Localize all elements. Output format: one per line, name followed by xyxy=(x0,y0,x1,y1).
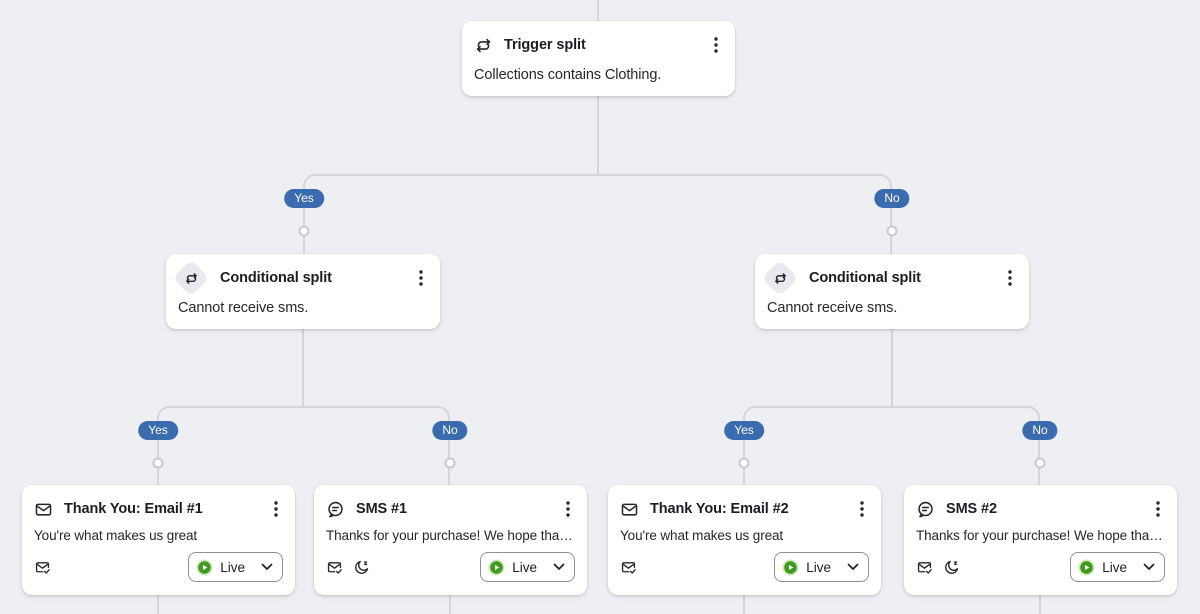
message-preview: You're what makes us great xyxy=(34,528,198,543)
branch-label-no: No xyxy=(874,189,910,208)
connector-line xyxy=(449,595,451,614)
status-dropdown[interactable]: Live xyxy=(1070,552,1165,582)
kebab-icon xyxy=(566,501,570,517)
email-action-card[interactable]: Thank You: Email #1 You're what makes us… xyxy=(22,485,295,595)
connection-point xyxy=(886,225,898,237)
card-description: Cannot receive sms. xyxy=(767,300,898,316)
email-icon xyxy=(620,500,639,519)
branch-label-yes: Yes xyxy=(138,421,178,440)
sms-action-card[interactable]: SMS #1 Thanks for your purchase! We hope… xyxy=(314,485,587,595)
conditional-split-card[interactable]: Conditional split Cannot receive sms. xyxy=(166,254,440,329)
kebab-icon xyxy=(419,270,423,286)
connector-line xyxy=(1039,595,1041,614)
kebab-menu-button[interactable] xyxy=(1151,499,1165,519)
branch-label-no: No xyxy=(1022,421,1058,440)
connector-line xyxy=(891,329,893,406)
email-action-card[interactable]: Thank You: Email #2 You're what makes us… xyxy=(608,485,881,595)
connector-line xyxy=(597,96,599,175)
message-preview: You're what makes us great xyxy=(620,528,784,543)
status-label: Live xyxy=(806,559,831,575)
trigger-split-card[interactable]: Trigger split Collections contains Cloth… xyxy=(462,21,735,96)
connection-point xyxy=(738,457,750,469)
branch-label-yes: Yes xyxy=(284,189,324,208)
status-label: Live xyxy=(1102,559,1127,575)
message-preview: Thanks for your purchase! We hope that .… xyxy=(326,528,575,543)
conditional-split-card[interactable]: Conditional split Cannot receive sms. xyxy=(755,254,1029,329)
chevron-down-icon xyxy=(847,563,859,571)
kebab-menu-button[interactable] xyxy=(855,499,869,519)
kebab-menu-button[interactable] xyxy=(709,35,723,55)
play-icon xyxy=(196,558,213,576)
sms-icon xyxy=(916,500,935,519)
smart-sending-icon xyxy=(34,559,51,576)
kebab-icon xyxy=(860,501,864,517)
kebab-icon xyxy=(1008,270,1012,286)
connector-line xyxy=(743,595,745,614)
card-title: SMS #2 xyxy=(946,501,997,517)
kebab-menu-button[interactable] xyxy=(561,499,575,519)
sms-icon xyxy=(326,500,345,519)
branch-label-no: No xyxy=(432,421,468,440)
connection-point xyxy=(1034,457,1046,469)
status-dropdown[interactable]: Live xyxy=(480,552,575,582)
kebab-icon xyxy=(714,37,718,53)
connector-line xyxy=(157,595,159,614)
kebab-menu-button[interactable] xyxy=(1003,268,1017,288)
connection-point xyxy=(298,225,310,237)
card-title: Conditional split xyxy=(809,270,921,286)
branch-label-yes: Yes xyxy=(724,421,764,440)
email-icon xyxy=(34,500,53,519)
kebab-menu-button[interactable] xyxy=(414,268,428,288)
connector-line xyxy=(597,0,599,21)
status-label: Live xyxy=(220,559,245,575)
conditional-split-icon xyxy=(172,259,210,297)
connector-branch xyxy=(743,406,1040,485)
card-title: SMS #1 xyxy=(356,501,407,517)
sms-action-card[interactable]: SMS #2 Thanks for your purchase! We hope… xyxy=(904,485,1177,595)
status-dropdown[interactable]: Live xyxy=(774,552,869,582)
chevron-down-icon xyxy=(261,563,273,571)
connection-point xyxy=(444,457,456,469)
kebab-menu-button[interactable] xyxy=(269,499,283,519)
status-label: Live xyxy=(512,559,537,575)
card-title: Trigger split xyxy=(504,37,586,53)
card-description: Collections contains Clothing. xyxy=(474,67,662,83)
connection-point xyxy=(152,457,164,469)
kebab-icon xyxy=(274,501,278,517)
smart-sending-icon xyxy=(620,559,637,576)
play-icon xyxy=(782,558,799,576)
message-preview: Thanks for your purchase! We hope that .… xyxy=(916,528,1165,543)
card-title: Thank You: Email #2 xyxy=(650,501,789,517)
chevron-down-icon xyxy=(1143,563,1155,571)
connector-branch xyxy=(157,406,450,485)
smart-sending-icon xyxy=(326,559,343,576)
card-description: Cannot receive sms. xyxy=(178,300,309,316)
card-title: Conditional split xyxy=(220,270,332,286)
trigger-split-icon xyxy=(474,36,493,55)
kebab-icon xyxy=(1156,501,1160,517)
play-icon xyxy=(1078,558,1095,576)
play-icon xyxy=(488,558,505,576)
status-dropdown[interactable]: Live xyxy=(188,552,283,582)
smart-sending-icon xyxy=(916,559,933,576)
connector-branch xyxy=(303,174,892,254)
chevron-down-icon xyxy=(553,563,565,571)
conditional-split-icon xyxy=(761,259,799,297)
connector-line xyxy=(302,329,304,406)
card-title: Thank You: Email #1 xyxy=(64,501,203,517)
quiet-hours-icon xyxy=(353,559,370,576)
quiet-hours-icon xyxy=(943,559,960,576)
